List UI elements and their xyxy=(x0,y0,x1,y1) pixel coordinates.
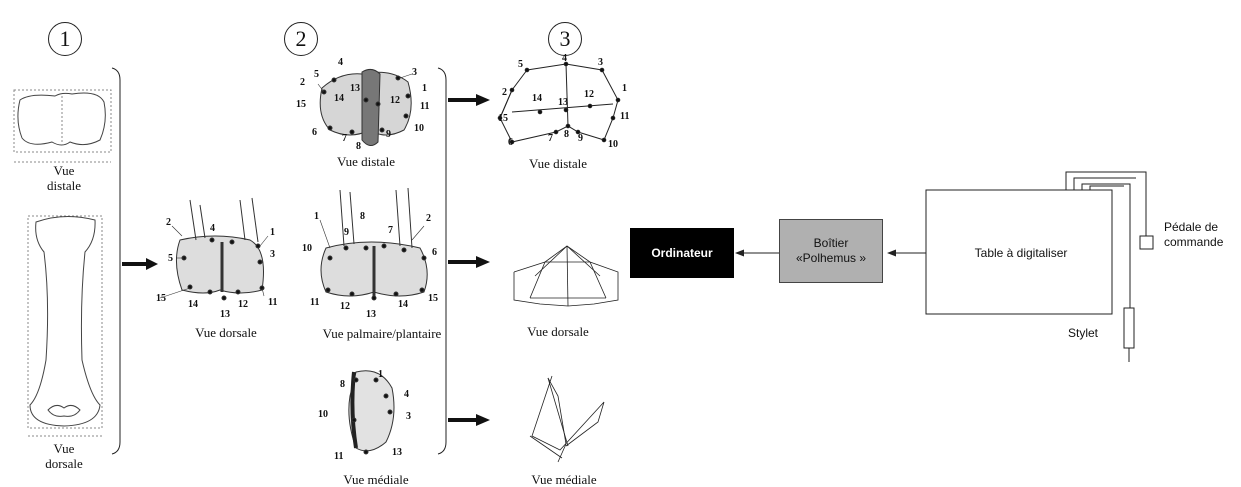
landmark-number: 7 xyxy=(342,133,347,144)
landmark-number: 1 xyxy=(314,211,319,222)
landmark-number: 12 xyxy=(390,95,400,106)
pedal-label: Pédale de commande xyxy=(1164,220,1224,249)
landmark-number: 13 xyxy=(392,447,402,458)
step3-medial-wireframe xyxy=(529,375,605,463)
step1-distal-caption: Vue distale xyxy=(47,163,81,193)
landmark-number: 14 xyxy=(334,93,344,104)
landmark-number: 1 xyxy=(422,83,427,94)
landmark-number: 13 xyxy=(366,309,376,320)
landmark-number: 11 xyxy=(268,297,278,308)
landmark-number: 7 xyxy=(548,133,553,144)
stylus-label: Stylet xyxy=(1068,326,1099,340)
thick-arrows xyxy=(122,94,490,426)
landmark-number: 15 xyxy=(296,99,306,110)
landmark-number: 2 xyxy=(502,87,507,98)
polhemus-label: Boîtier «Polhemus » xyxy=(795,236,867,265)
landmark-number: 12 xyxy=(238,299,248,310)
step3-dorsal-wireframe xyxy=(513,245,619,307)
computer-box: Ordinateur xyxy=(630,228,734,278)
landmark-number: 12 xyxy=(340,301,350,312)
landmark-number: 14 xyxy=(398,299,408,310)
landmark-number: 11 xyxy=(620,111,630,122)
landmark-number: 7 xyxy=(388,225,393,236)
step2-palmar-bone-drawing xyxy=(320,187,428,301)
step-number-1: 1 xyxy=(48,22,82,56)
landmark-number: 6 xyxy=(432,247,437,258)
step2-distal-caption: Vue distale xyxy=(336,154,396,169)
landmark-number: 8 xyxy=(360,211,365,222)
bracket-step2 xyxy=(437,67,447,455)
step1-dorsal-bone-drawing xyxy=(27,215,103,437)
landmark-number: 4 xyxy=(562,53,567,64)
landmark-number: 13 xyxy=(558,97,568,108)
polhemus-box: Boîtier «Polhemus » xyxy=(779,219,883,283)
landmark-number: 5 xyxy=(518,59,523,70)
step2-distal-bone-drawing xyxy=(319,68,412,146)
landmark-number: 3 xyxy=(598,57,603,68)
computer-label: Ordinateur xyxy=(651,245,713,260)
landmark-number: 2 xyxy=(300,77,305,88)
landmark-number: 12 xyxy=(584,89,594,100)
landmark-number: 15 xyxy=(428,293,438,304)
landmark-number: 2 xyxy=(426,213,431,224)
step-number-3: 3 xyxy=(548,22,582,56)
landmark-number: 8 xyxy=(564,129,569,140)
landmark-number: 15 xyxy=(156,293,166,304)
landmark-number: 11 xyxy=(334,451,344,462)
step2-palmar-caption: Vue palmaire/plantaire xyxy=(322,326,442,341)
landmark-number: 9 xyxy=(344,227,349,238)
landmark-number: 1 xyxy=(622,83,627,94)
landmark-number: 15 xyxy=(498,113,508,124)
landmark-number: 11 xyxy=(310,297,320,308)
landmark-number: 10 xyxy=(414,123,424,134)
landmark-leaders xyxy=(159,73,425,299)
landmark-number: 6 xyxy=(508,137,513,148)
step2-medial-caption: Vue médiale xyxy=(343,472,409,487)
landmark-number: 1 xyxy=(378,369,383,380)
digitizer-connections xyxy=(735,171,1154,362)
landmark-number: 4 xyxy=(338,57,343,68)
landmark-number: 10 xyxy=(302,243,312,254)
landmark-number: 4 xyxy=(210,223,215,234)
step1-distal-bone-drawing xyxy=(13,89,112,163)
digitizer-table-label: Table à digitaliser xyxy=(974,246,1068,260)
landmark-number: 9 xyxy=(386,129,391,140)
step3-dorsal-caption: Vue dorsale xyxy=(527,324,589,339)
landmark-number: 13 xyxy=(220,309,230,320)
step2-medial-bone-drawing xyxy=(348,370,395,455)
landmark-number: 14 xyxy=(532,93,542,104)
landmark-number: 6 xyxy=(312,127,317,138)
landmark-number: 1 xyxy=(270,227,275,238)
landmark-number: 14 xyxy=(188,299,198,310)
landmark-number: 13 xyxy=(350,83,360,94)
step2-dorsal-caption: Vue dorsale xyxy=(195,325,257,340)
bracket-step1 xyxy=(111,67,121,455)
step3-medial-caption: Vue médiale xyxy=(531,472,597,487)
landmark-number: 8 xyxy=(340,379,345,390)
landmark-number: 9 xyxy=(578,133,583,144)
landmark-number: 10 xyxy=(318,409,328,420)
landmark-number: 10 xyxy=(608,139,618,150)
landmark-number: 5 xyxy=(168,253,173,264)
landmark-number: 3 xyxy=(406,411,411,422)
landmark-number: 8 xyxy=(356,141,361,152)
landmark-number: 5 xyxy=(314,69,319,80)
step2-dorsal-bone-drawing xyxy=(176,197,265,301)
landmark-number: 2 xyxy=(166,217,171,228)
step3-distal-caption: Vue distale xyxy=(528,156,588,171)
landmark-number: 3 xyxy=(412,67,417,78)
landmark-number: 3 xyxy=(270,249,275,260)
landmark-number: 4 xyxy=(404,389,409,400)
step1-dorsal-caption: Vue dorsale xyxy=(45,441,83,471)
step3-distal-wireframe xyxy=(497,61,621,145)
step-number-2: 2 xyxy=(284,22,318,56)
landmark-number: 11 xyxy=(420,101,430,112)
